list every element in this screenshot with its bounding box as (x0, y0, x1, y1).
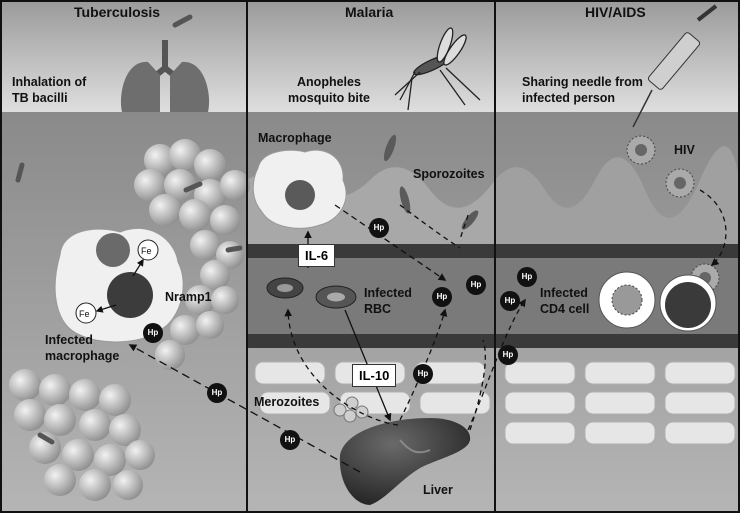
fe-label-1: Fe (141, 246, 152, 256)
sporozoites (383, 134, 479, 230)
hp-marker: Hp (432, 287, 452, 307)
caption-tb: Inhalation of TB bacilli (12, 75, 87, 105)
merozoites (333, 396, 369, 423)
hp-marker: Hp (498, 345, 518, 365)
malaria-macrophage (252, 149, 347, 229)
vessel-top-wall (247, 244, 740, 258)
liver-icon (339, 418, 471, 505)
hp-marker: Hp (207, 383, 227, 403)
caption-malaria: Anopheles mosquito bite (288, 75, 370, 105)
hp-marker: Hp (466, 275, 486, 295)
label-hiv: HIV (674, 143, 695, 157)
epithelium-hiv (495, 146, 740, 250)
hp-marker: Hp (413, 364, 433, 384)
label-liver: Liver (423, 483, 453, 497)
label-infected-cd4: Infected CD4 cell (540, 286, 590, 316)
panel-title-tuberculosis: Tuberculosis (74, 4, 161, 20)
infected-rbc-1 (266, 277, 304, 299)
hiv-virus-2 (665, 168, 695, 198)
panel-title-hiv: HIV/AIDS (585, 4, 646, 20)
fe-label-2: Fe (79, 309, 90, 319)
cytokine-il10: IL-10 (352, 364, 397, 387)
cd4-cell-2 (659, 274, 717, 332)
label-merozoites: Merozoites (254, 395, 320, 409)
lungs-icon (120, 40, 210, 112)
label-nramp1: Nramp1 (165, 290, 212, 304)
tb-macrophage (54, 227, 184, 343)
panel-title-malaria: Malaria (345, 4, 394, 20)
fe-ion-1 (137, 239, 159, 261)
alveoli-bottom (9, 369, 155, 501)
label-sporozoites: Sporozoites (413, 167, 485, 181)
hp-marker: Hp (500, 291, 520, 311)
cytokine-il6: IL-6 (298, 244, 336, 267)
caption-hiv: Sharing needle from infected person (522, 75, 643, 105)
mosquito-icon (394, 27, 481, 111)
hiv-virus-1 (626, 135, 656, 165)
alveoli-top (134, 139, 250, 370)
hp-marker: Hp (369, 218, 389, 238)
label-infected-macrophage: Infected macrophage (45, 333, 120, 363)
fe-arrow-2 (95, 304, 117, 313)
hp-marker: Hp (517, 267, 537, 287)
syringe-icon (632, 4, 718, 128)
infected-rbc-2 (315, 285, 357, 309)
vessel-bottom-wall (247, 334, 740, 348)
label-macrophage: Macrophage (258, 131, 332, 145)
fe-ion-2 (75, 302, 97, 324)
fe-arrow-1 (132, 258, 144, 277)
hp-marker: Hp (280, 430, 300, 450)
label-infected-rbc: Infected RBC (364, 286, 412, 316)
cd4-cell-1 (598, 271, 656, 329)
hp-marker: Hp (143, 323, 163, 343)
